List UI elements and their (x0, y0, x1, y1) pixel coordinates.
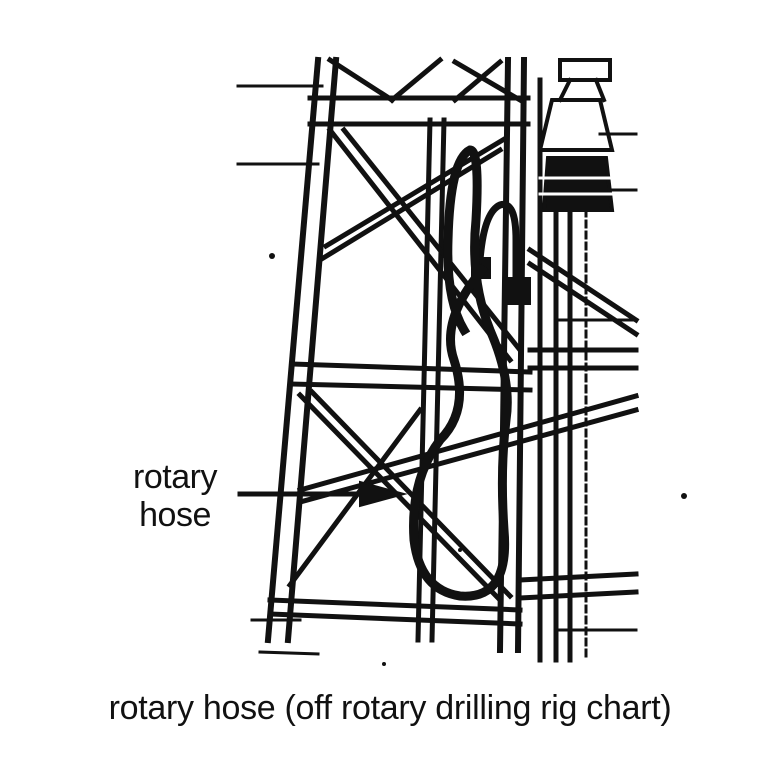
drilling-rig-illustration (236, 56, 687, 666)
upper-cross-braces (316, 126, 524, 364)
rotary-hose (409, 145, 512, 601)
upper-girt (307, 95, 531, 127)
lower-cross-braces (286, 246, 640, 604)
figure-caption: rotary hose (off rotary drilling rig cha… (108, 689, 672, 727)
left-frame-ticks (236, 84, 324, 656)
rotary-hose-label: rotary hose (110, 458, 240, 534)
swivel-block (537, 58, 618, 212)
scan-specks (269, 253, 687, 666)
right-frame-ticks (558, 132, 638, 632)
rotary-hose-label-line2: hose (139, 496, 211, 534)
callout-arrow (237, 480, 408, 508)
derrick-left-leg (264, 56, 340, 644)
derrick-top-truss (326, 56, 524, 104)
middle-girt (287, 347, 639, 393)
rotary-hose-label-line1: rotary (133, 458, 217, 496)
